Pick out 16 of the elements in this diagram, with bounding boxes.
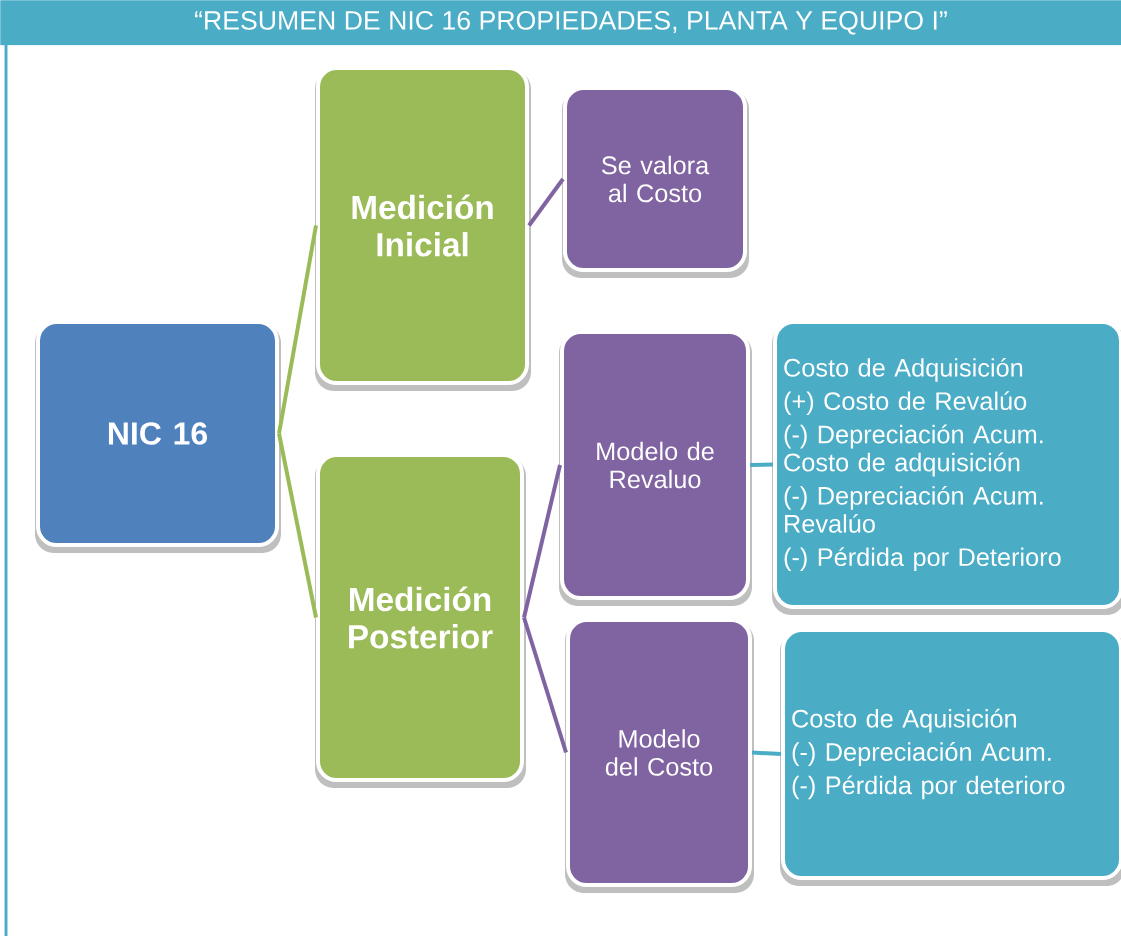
category-box: Medición Posterior <box>315 453 526 788</box>
connector-line <box>749 462 774 467</box>
root-box: NIC 16 <box>35 320 281 553</box>
detail-box: Costo de Aquisición (-) Depreciación Acum. (-) Pérdida por deterioro <box>780 628 1121 886</box>
connector-line <box>522 464 562 618</box>
detail-box: Costo de Adquisición (+) Costo de Revalúo (-) Depreciación Acum. Costo de adquisición (-) Depreciación Acum. Revalúo (-) Pérdida por Deterioro <box>772 320 1121 615</box>
method-box: Modelo del Costo <box>565 618 754 893</box>
method-box: Modelo de Revaluo <box>559 330 752 606</box>
method-box: Se valora al Costo <box>562 86 749 278</box>
connector-line <box>527 177 565 227</box>
title-bar: “RESUMEN DE NIC 16 PROPIEDADES, PLANTA Y EQUIPO I” <box>0 0 1121 46</box>
connector-line <box>522 616 568 754</box>
connector-line <box>277 225 318 434</box>
connector-line <box>751 750 782 756</box>
category-box: Medición Inicial <box>315 66 531 391</box>
connector-line <box>277 433 318 618</box>
